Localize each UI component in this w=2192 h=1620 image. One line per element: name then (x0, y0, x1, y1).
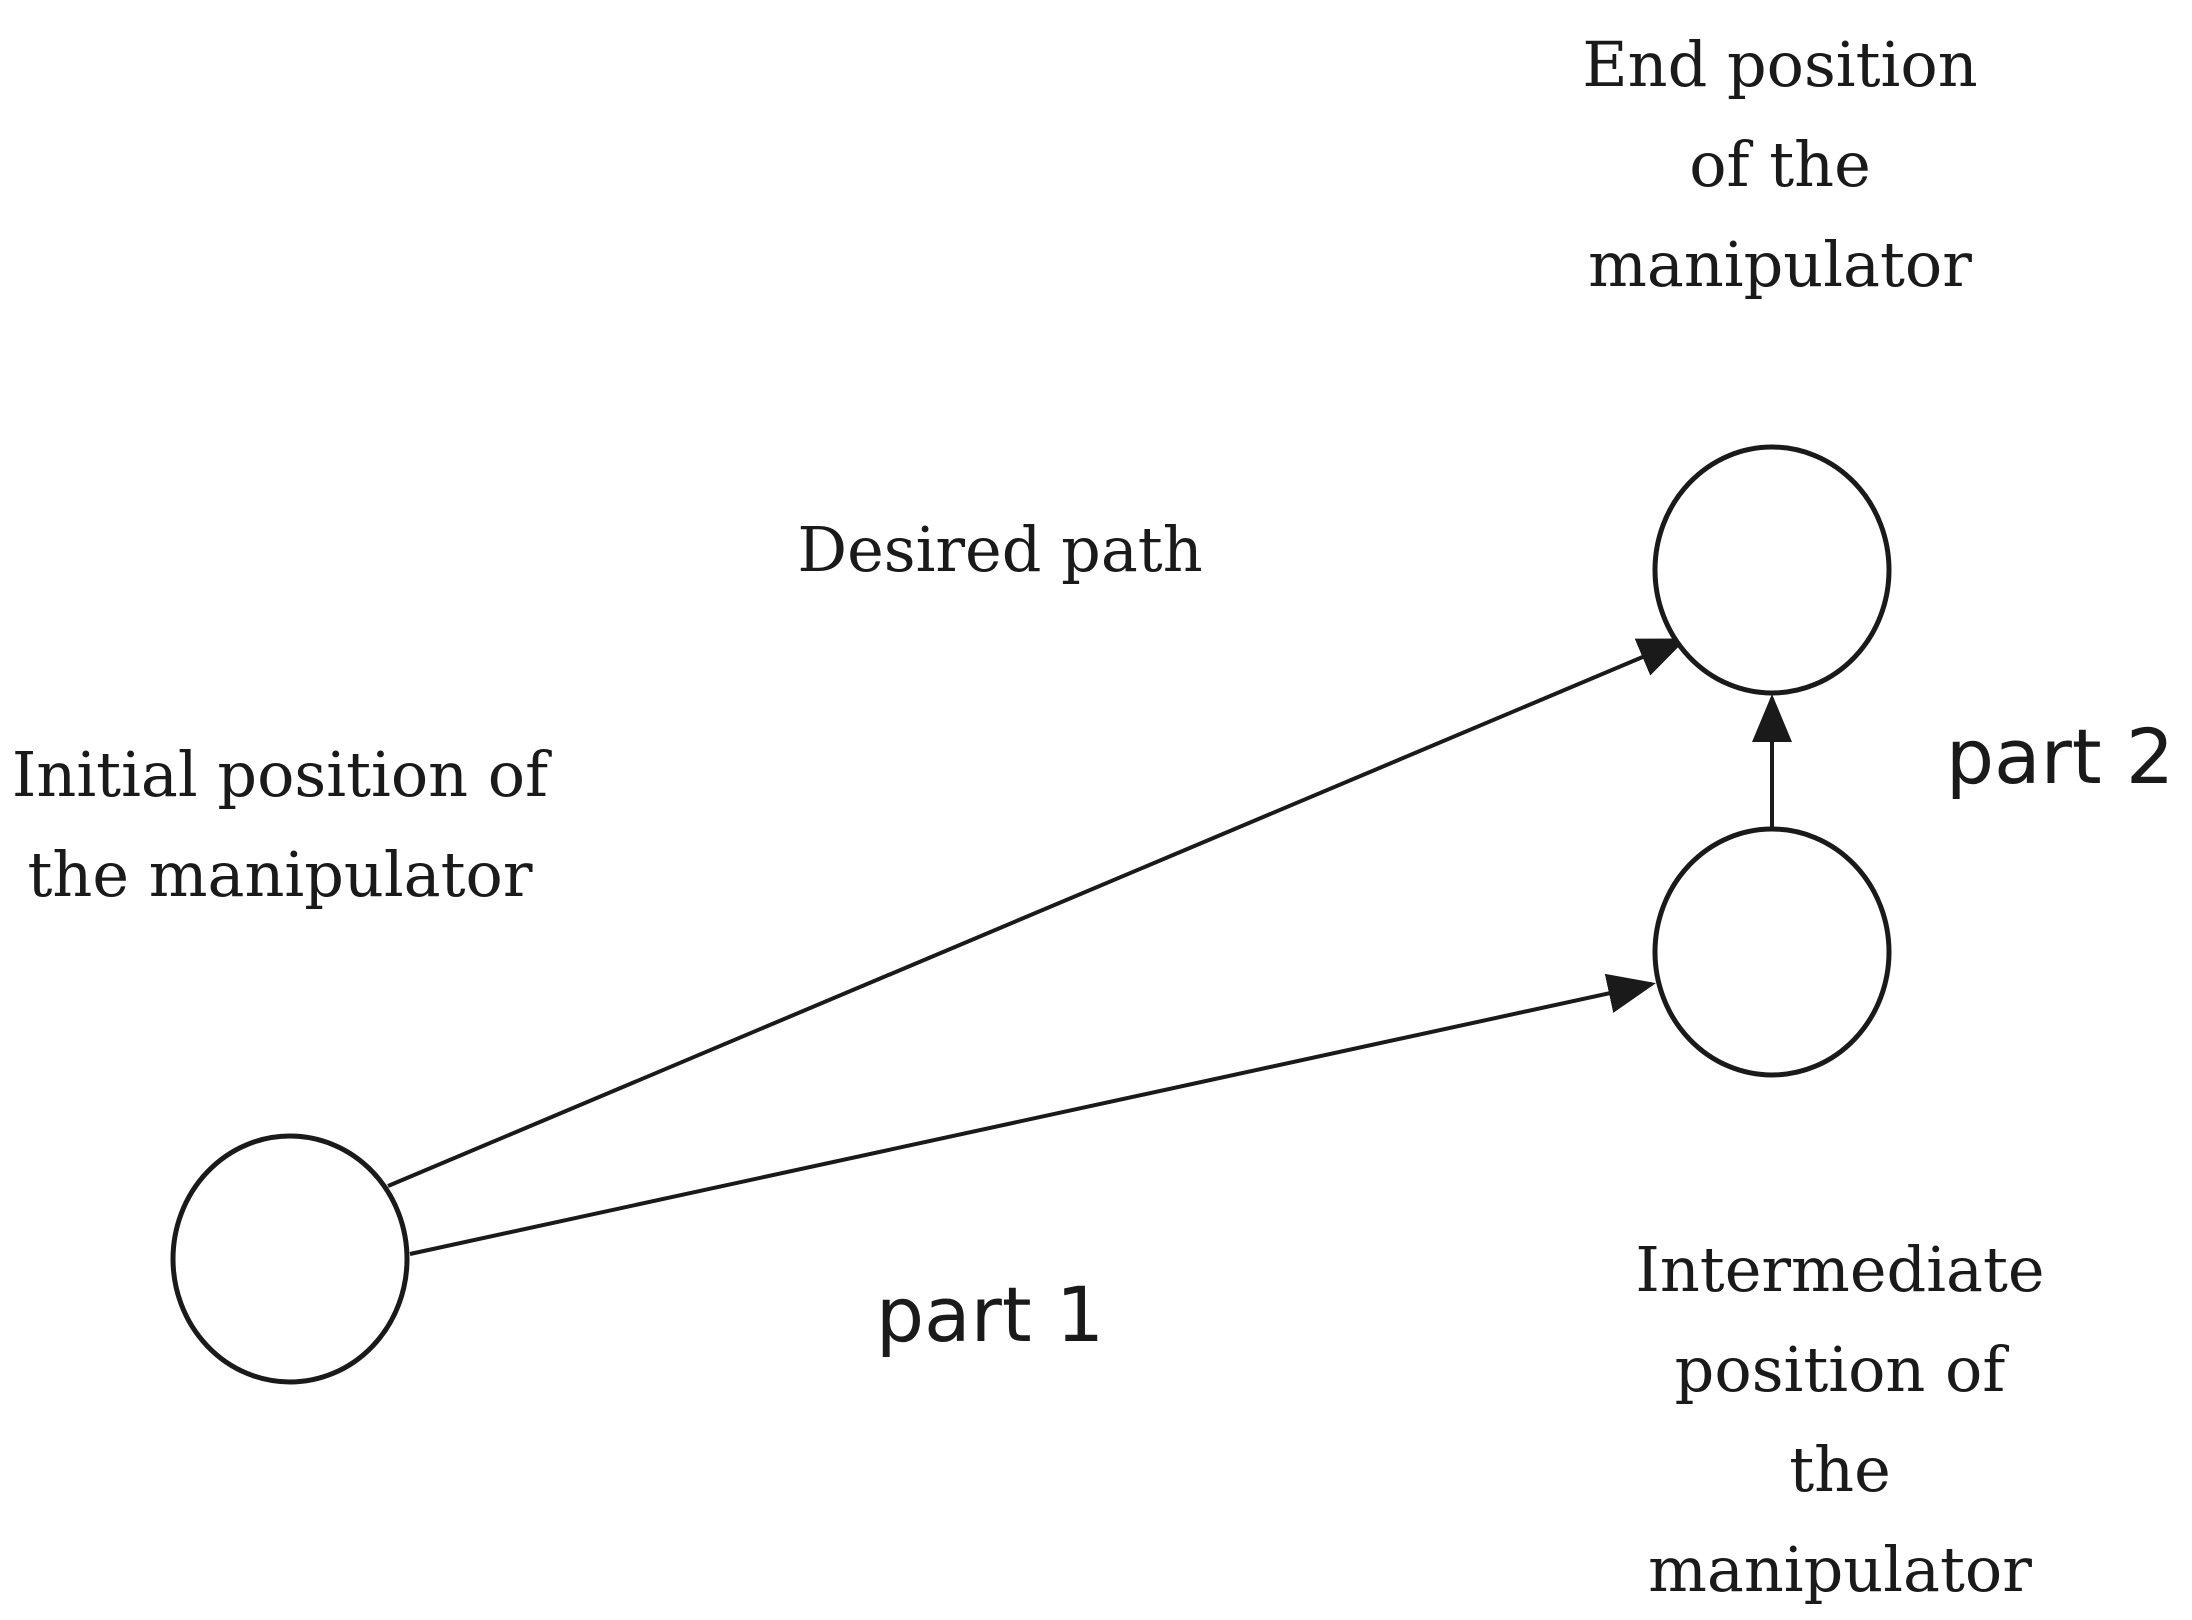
end-position-line-2: of the (1689, 128, 1871, 201)
part2-text: part 2 (1945, 712, 2175, 801)
intermediate-position-label: Intermediate position of the manipulator (1620, 1220, 2060, 1620)
end-position-node (1652, 444, 1892, 696)
end-position-label: End position of the manipulator (1560, 15, 2000, 315)
desired-path-text: Desired path (797, 513, 1203, 586)
initial-position-line-2: the manipulator (27, 838, 533, 911)
part1-arrow (409, 973, 1656, 1256)
desired-path-arrow (387, 638, 1687, 1188)
intermediate-position-line-2: position of (1674, 1333, 2006, 1406)
part1-label: part 1 (820, 1270, 1160, 1360)
part2-label: part 2 (1930, 712, 2190, 802)
part1-text: part 1 (875, 1270, 1105, 1359)
intermediate-position-line-3: the (1789, 1433, 1891, 1506)
intermediate-position-line-1: Intermediate (1635, 1233, 2045, 1306)
desired-path-label: Desired path (780, 500, 1220, 600)
intermediate-position-line-4: manipulator (1648, 1533, 2032, 1606)
intermediate-position-node (1652, 826, 1892, 1078)
initial-position-label: Initial position of the manipulator (5, 725, 555, 925)
end-position-line-1: End position (1582, 28, 1978, 101)
initial-position-line-1: Initial position of (11, 738, 549, 811)
end-position-line-3: manipulator (1588, 228, 1972, 301)
initial-position-node (170, 1133, 410, 1385)
